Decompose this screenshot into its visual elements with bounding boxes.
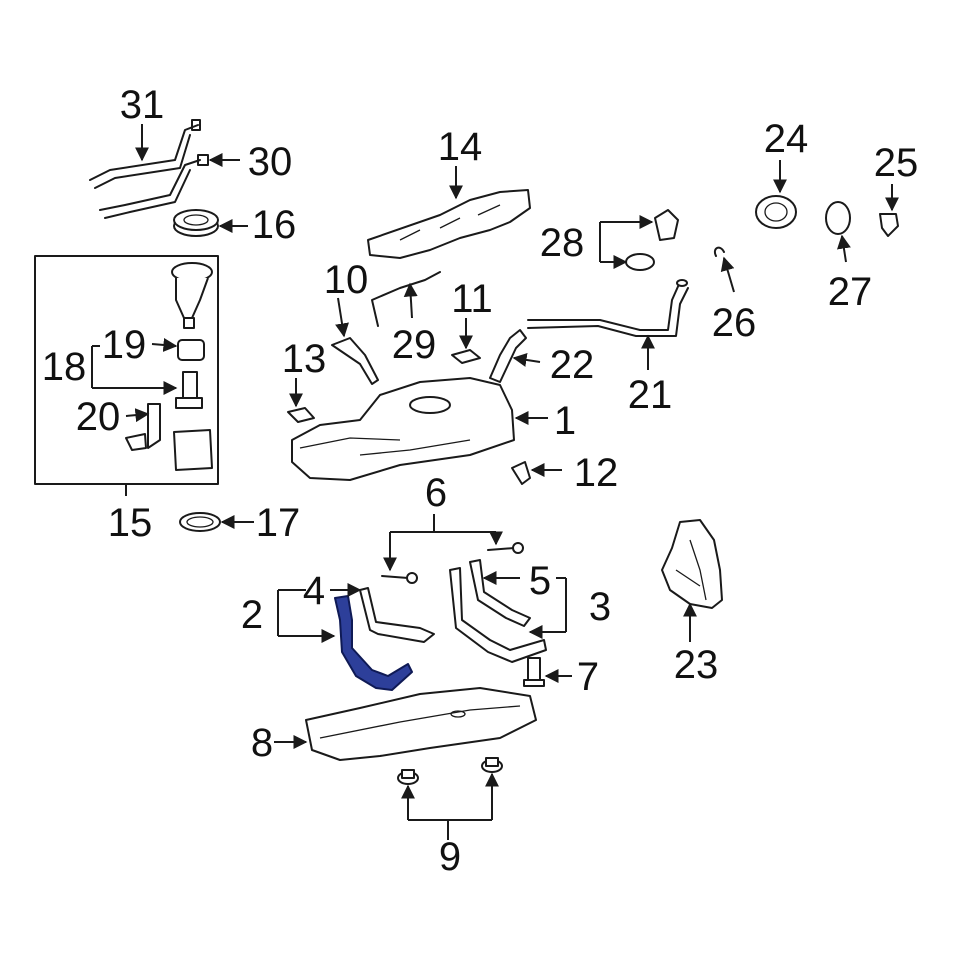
mount-part-9-left [397, 769, 419, 785]
callout-12: 12 [574, 451, 619, 495]
callout-11: 11 [451, 277, 493, 321]
callout-1: 1 [554, 399, 576, 443]
bolt-part-7 [523, 657, 545, 687]
strap-part-2-highlighted [334, 595, 413, 691]
strap-part-4 [359, 587, 435, 643]
callout-16: 16 [252, 203, 297, 247]
strap-part-3 [449, 567, 547, 663]
callout-30: 30 [248, 140, 293, 184]
strap-part-10 [331, 337, 379, 385]
callout-23: 23 [674, 643, 719, 687]
shield-part-23 [661, 519, 723, 609]
callout-8: 8 [251, 721, 273, 765]
lock-ring-part-16 [173, 209, 219, 237]
connector-part-25 [879, 213, 899, 237]
bolt-part-6-left [381, 572, 418, 584]
grommet-part-24 [755, 195, 797, 229]
callout-21: 21 [628, 373, 673, 417]
callout-22: 22 [550, 343, 595, 387]
protector-plate-part-8 [305, 687, 537, 761]
heat-shield-part-14 [367, 189, 531, 259]
callout-13: 13 [282, 337, 327, 381]
hose-part-22 [489, 329, 527, 383]
callout-25: 25 [874, 141, 919, 185]
pump-assembly-part-15 [125, 262, 213, 471]
seal-part-28 [625, 253, 655, 271]
leader-lines [91, 124, 899, 840]
callout-26: 26 [712, 301, 757, 345]
callout-27: 27 [828, 270, 873, 314]
bracket-part-12 [511, 461, 531, 485]
filler-pipe-part-21 [527, 279, 689, 337]
fuel-line-part-30 [99, 154, 209, 219]
callout-3: 3 [589, 585, 611, 629]
callout-19: 19 [102, 323, 147, 367]
callout-17: 17 [256, 501, 301, 545]
fuel-line-part-29 [371, 271, 441, 327]
callout-20: 20 [76, 395, 121, 439]
callout-28: 28 [540, 221, 585, 265]
clip-part-26 [714, 246, 725, 257]
fuel-cap-part-28 [654, 209, 679, 241]
ring-part-27 [825, 201, 851, 235]
callout-4: 4 [303, 569, 325, 613]
bolt-part-6-right [487, 542, 524, 554]
callout-31: 31 [120, 83, 165, 127]
strap-part-5 [469, 559, 531, 627]
callout-15: 15 [108, 501, 153, 545]
pad-part-11 [451, 349, 481, 364]
callout-9: 9 [439, 835, 461, 879]
callout-6: 6 [425, 471, 447, 515]
fuel-line-part-31 [89, 119, 201, 189]
callout-24: 24 [764, 117, 809, 161]
callout-2: 2 [241, 593, 263, 637]
pad-part-13 [287, 407, 315, 423]
callout-14: 14 [438, 125, 483, 169]
callout-5: 5 [529, 559, 551, 603]
fuel-tank-part-1 [291, 377, 515, 481]
callout-7: 7 [577, 655, 599, 699]
callout-labels: 31 30 16 14 10 29 11 13 22 21 1 12 28 26… [42, 83, 919, 879]
callout-10: 10 [324, 258, 369, 302]
gasket-part-17 [179, 512, 221, 532]
mount-part-9-right [481, 757, 503, 773]
callout-29: 29 [392, 323, 437, 367]
callout-18: 18 [42, 345, 87, 389]
